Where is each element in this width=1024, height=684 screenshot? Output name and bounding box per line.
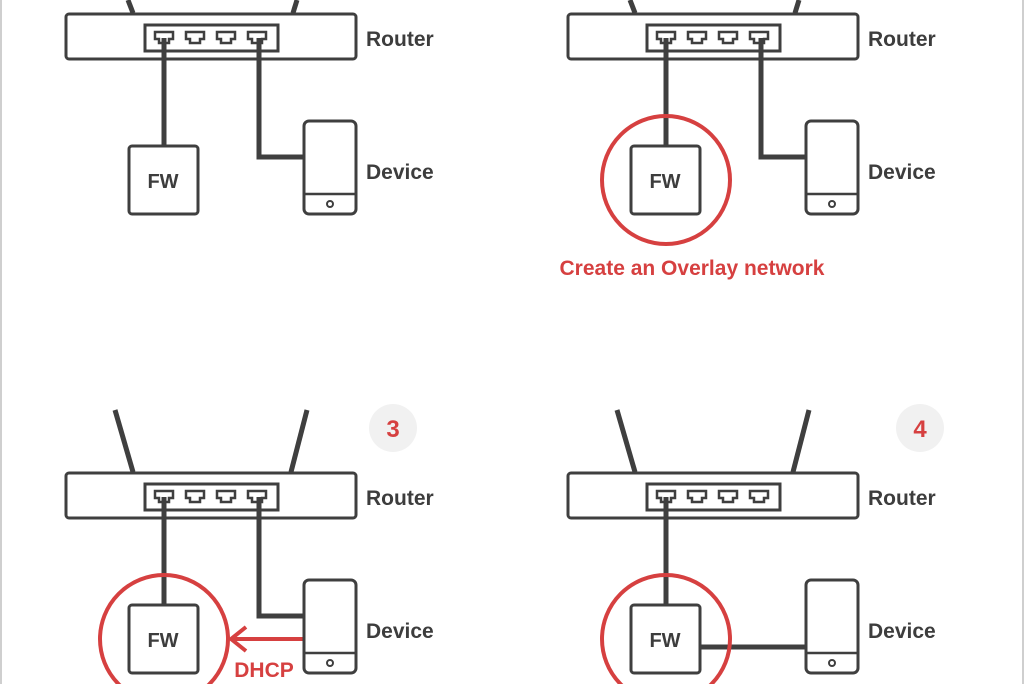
step-badge (896, 404, 944, 452)
device-label: Device (366, 620, 434, 643)
router-port-2 (184, 489, 206, 504)
panel-3: 3 Router FW DHCP Devi (64, 404, 434, 684)
router-port-strip (143, 23, 280, 53)
firewall-highlight-ring (600, 114, 732, 246)
device-label: Device (366, 161, 434, 184)
router-port-3 (717, 30, 739, 45)
router-ports (153, 489, 268, 504)
router-port-1 (153, 30, 175, 45)
router-label: Router (868, 28, 936, 51)
router-antenna-left (125, 0, 136, 14)
router-ports (655, 489, 770, 504)
router-ports (153, 30, 268, 45)
router-port-3 (717, 489, 739, 504)
overlay-annotation: Create an Overlay network (560, 257, 825, 280)
firewall-box (629, 144, 702, 216)
firewall-label: FW (147, 171, 178, 193)
device-cable (256, 497, 304, 619)
router-antenna-left (112, 409, 136, 473)
router-port-4 (246, 30, 268, 45)
step-badge (369, 404, 417, 452)
firewall-highlight-ring (600, 573, 732, 684)
router-label: Router (868, 487, 936, 510)
router-ports (655, 30, 770, 45)
device-phone (804, 578, 860, 675)
router-port-4 (748, 30, 770, 45)
router-port-4 (246, 489, 268, 504)
router-port-1 (153, 489, 175, 504)
router-antenna-left (614, 409, 638, 473)
firewall-box (127, 144, 200, 216)
firewall-label: FW (649, 630, 680, 652)
dhcp-arrow (229, 625, 304, 653)
router-port-strip (143, 482, 280, 512)
router (64, 0, 358, 61)
left-border (0, 0, 2, 684)
panel-2: Router FW Device Create an Overlay netwo… (560, 0, 936, 280)
panel-4: 4 Router FW Device (566, 404, 944, 684)
router (566, 0, 860, 61)
dhcp-label: DHCP (234, 659, 294, 682)
device-label: Device (868, 620, 936, 643)
router-port-2 (686, 30, 708, 45)
router-port-strip (645, 23, 782, 53)
right-border (1022, 0, 1024, 684)
device-cable (758, 38, 806, 160)
firewall-label: FW (649, 171, 680, 193)
router-antenna-right (288, 409, 310, 473)
device-cable (256, 38, 304, 160)
router-label: Router (366, 28, 434, 51)
step-number: 3 (386, 416, 399, 443)
router-port-strip (645, 482, 782, 512)
router (64, 409, 358, 520)
router (566, 409, 860, 520)
router-port-3 (215, 30, 237, 45)
firewall-label: FW (147, 630, 178, 652)
router-antenna-right (790, 409, 812, 473)
router-port-2 (686, 489, 708, 504)
router-label: Router (366, 487, 434, 510)
firewall-box (127, 603, 200, 675)
firewall-highlight-ring (98, 573, 230, 684)
router-port-1 (655, 30, 677, 45)
router-port-3 (215, 489, 237, 504)
router-port-1 (655, 489, 677, 504)
router-antenna-right (792, 0, 802, 14)
panel-1: Router FW Device (64, 0, 434, 216)
step-number: 4 (913, 416, 927, 443)
device-phone (302, 578, 358, 675)
firewall-box (629, 603, 702, 675)
router-port-2 (184, 30, 206, 45)
device-phone (302, 119, 358, 216)
router-antenna-left (627, 0, 638, 14)
router-port-4 (748, 489, 770, 504)
device-phone (804, 119, 860, 216)
device-label: Device (868, 161, 936, 184)
router-antenna-right (290, 0, 300, 14)
